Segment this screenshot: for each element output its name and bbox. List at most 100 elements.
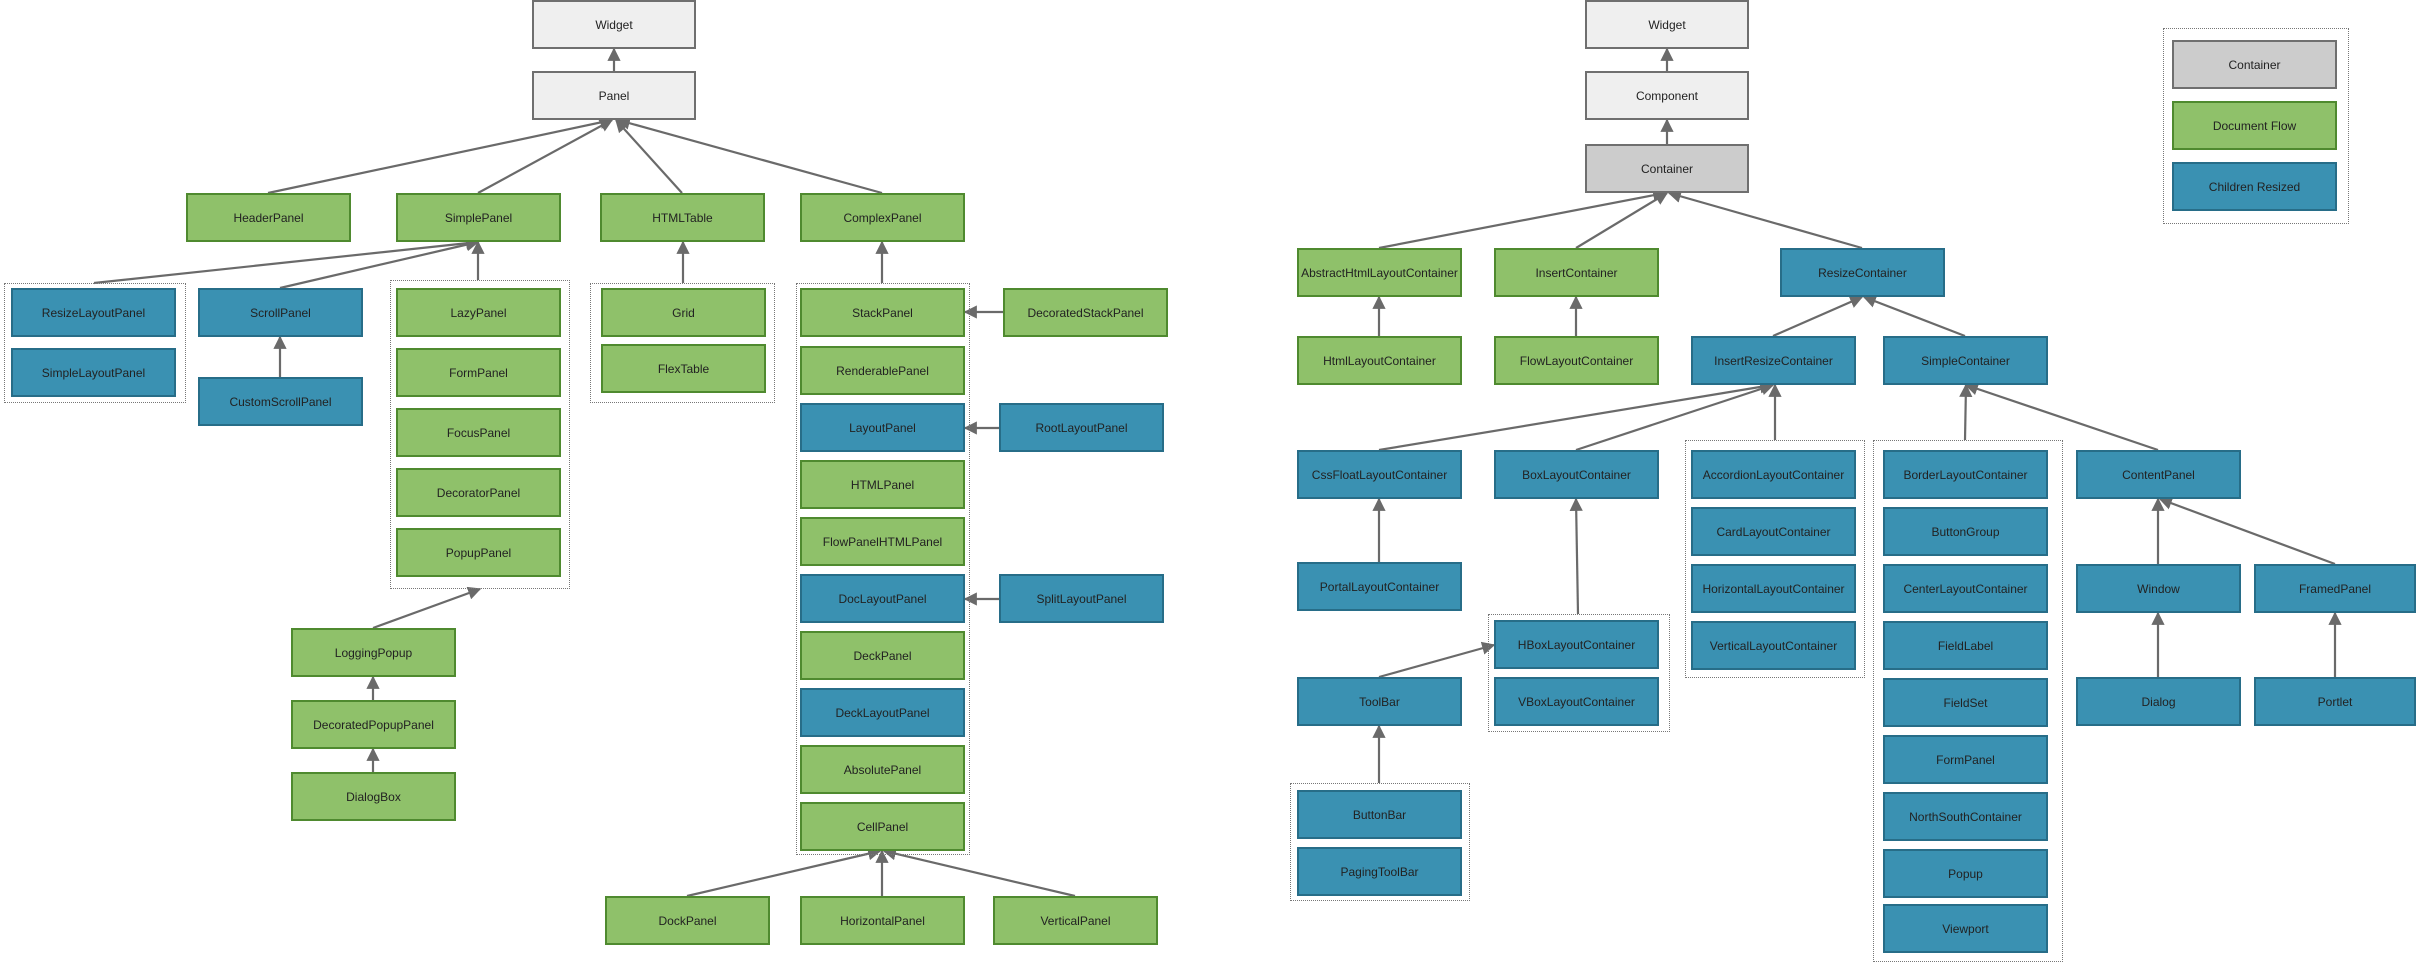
node-paging-tool-bar: PagingToolBar	[1297, 847, 1462, 896]
node-vbox-layout-container: VBoxLayoutContainer	[1494, 677, 1659, 726]
node-horizontal-layout-container: HorizontalLayoutContainer	[1691, 564, 1856, 613]
node-flex-table: FlexTable	[601, 344, 766, 393]
node-complex-panel: ComplexPanel	[800, 193, 965, 242]
node-label: CssFloatLayoutContainer	[1311, 467, 1448, 482]
inheritance-arrow	[93, 236, 480, 285]
node-label: PortalLayoutContainer	[1319, 579, 1440, 594]
inheritance-arrow	[372, 586, 482, 630]
node-dialog: Dialog	[2076, 677, 2241, 726]
legend-label: Children Resized	[2208, 179, 2301, 194]
node-label: Portlet	[2317, 694, 2353, 709]
node-label: Popup	[1948, 866, 1983, 881]
node-label: FieldSet	[1943, 695, 1988, 710]
node-lazy-panel: LazyPanel	[396, 288, 561, 337]
node-label: CustomScrollPanel	[229, 394, 332, 409]
node-label: InsertContainer	[1535, 265, 1618, 280]
node-label: ToolBar	[1359, 694, 1400, 709]
node-label: StackPanel	[852, 305, 913, 320]
node-simple-container: SimpleContainer	[1883, 336, 2048, 385]
node-viewport: Viewport	[1883, 904, 2048, 953]
inheritance-arrow	[477, 119, 614, 194]
legend-label: Document Flow	[2212, 118, 2297, 133]
node-label: AccordionLayoutContainer	[1702, 467, 1845, 482]
legend-children-resized: Children Resized	[2172, 162, 2337, 211]
node-label: DecoratedStackPanel	[1027, 305, 1144, 320]
node-label: ScrollPanel	[250, 305, 311, 320]
node-label: HTMLPanel	[850, 477, 915, 492]
node-renderable-panel: RenderablePanel	[800, 346, 965, 395]
node-simple-layout-panel: SimpleLayoutPanel	[11, 348, 176, 397]
node-html-layout-container: HtmlLayoutContainer	[1297, 336, 1462, 385]
node-field-label: FieldLabel	[1883, 621, 2048, 670]
node-root-layout-panel: RootLayoutPanel	[999, 403, 1164, 452]
node-header-panel: HeaderPanel	[186, 193, 351, 242]
node-label: LazyPanel	[450, 305, 507, 320]
node-decorator-panel: DecoratorPanel	[396, 468, 561, 517]
node-label: HeaderPanel	[233, 210, 304, 225]
node-label: SimpleContainer	[1921, 353, 2010, 368]
inheritance-arrow	[1378, 380, 1774, 452]
node-flow-layout-container: FlowLayoutContainer	[1494, 336, 1659, 385]
node-focus-panel: FocusPanel	[396, 408, 561, 457]
inheritance-arrow	[615, 119, 683, 194]
node-logging-popup: LoggingPopup	[291, 628, 456, 677]
node-doc-layout-panel: DocLayoutPanel	[800, 574, 965, 623]
node-label: RenderablePanel	[836, 363, 929, 378]
node-horizontal-panel: HorizontalPanel	[800, 896, 965, 945]
node-layout-panel: LayoutPanel	[800, 403, 965, 452]
node-border-layout-container: BorderLayoutContainer	[1883, 450, 2048, 499]
node-label: DecoratedPopupPanel	[313, 717, 434, 732]
node-css-float-layout-container: CssFloatLayoutContainer	[1297, 450, 1462, 499]
group-simple-container-children	[1873, 440, 2063, 962]
node-label: DocLayoutPanel	[838, 591, 927, 606]
node-label: ButtonBar	[1352, 807, 1407, 822]
node-simple-panel: SimplePanel	[396, 193, 561, 242]
node-html-panel: HTMLPanel	[800, 460, 965, 509]
inheritance-arrow	[1378, 188, 1667, 250]
group-legend	[2163, 28, 2349, 224]
node-hbox-layout-container: HBoxLayoutContainer	[1494, 620, 1659, 669]
inheritance-arrow	[1964, 382, 2159, 452]
node-deck-layout-panel: DeckLayoutPanel	[800, 688, 965, 737]
node-label: DeckLayoutPanel	[835, 705, 930, 720]
node-abstract-html-layout-container: AbstractHtmlLayoutContainer	[1297, 248, 1462, 297]
node-dialog-box: DialogBox	[291, 772, 456, 821]
node-form-panel: FormPanel	[396, 348, 561, 397]
node-decorated-stack-panel: DecoratedStackPanel	[1003, 288, 1168, 337]
node-label: InsertResizeContainer	[1714, 353, 1833, 368]
inheritance-edges	[93, 47, 2342, 898]
node-window: Window	[2076, 564, 2241, 613]
node-label: ResizeLayoutPanel	[41, 305, 146, 320]
inheritance-arrow	[2158, 496, 2336, 566]
node-decorated-popup-panel: DecoratedPopupPanel	[291, 700, 456, 749]
node-label: PopupPanel	[445, 545, 512, 560]
node-label: DialogBox	[346, 789, 401, 804]
node-dock-panel: DockPanel	[605, 896, 770, 945]
node-label: VBoxLayoutContainer	[1518, 694, 1635, 709]
inheritance-arrow	[882, 847, 1076, 898]
node-label: Dialog	[2141, 694, 2176, 709]
node-popup: Popup	[1883, 849, 2048, 898]
inheritance-arrow	[1959, 383, 1973, 441]
inheritance-arrow	[1575, 192, 1669, 249]
group-box-layout-children	[1488, 614, 1670, 732]
node-label: FocusPanel	[446, 425, 511, 440]
node-insert-resize-container: InsertResizeContainer	[1691, 336, 1856, 385]
node-insert-container: InsertContainer	[1494, 248, 1659, 297]
node-label: ComplexPanel	[843, 210, 922, 225]
node-popup-panel: PopupPanel	[396, 528, 561, 577]
group-simple-panel-children	[390, 280, 570, 589]
node-box-layout-container: BoxLayoutContainer	[1494, 450, 1659, 499]
inheritance-arrow	[1667, 189, 1863, 250]
node-grid: Grid	[601, 288, 766, 337]
node-label: CellPanel	[856, 819, 909, 834]
node-label: FlexTable	[657, 361, 710, 376]
node-label: FramedPanel	[2298, 581, 2372, 596]
node-label: ResizeContainer	[1818, 265, 1907, 280]
node-button-bar: ButtonBar	[1297, 790, 1462, 839]
node-component: Component	[1585, 71, 1749, 120]
node-label: FormPanel	[449, 365, 508, 380]
node-label: CenterLayoutContainer	[1903, 581, 2028, 596]
node-label: HtmlLayoutContainer	[1323, 353, 1436, 368]
inheritance-arrow	[1575, 382, 1775, 452]
